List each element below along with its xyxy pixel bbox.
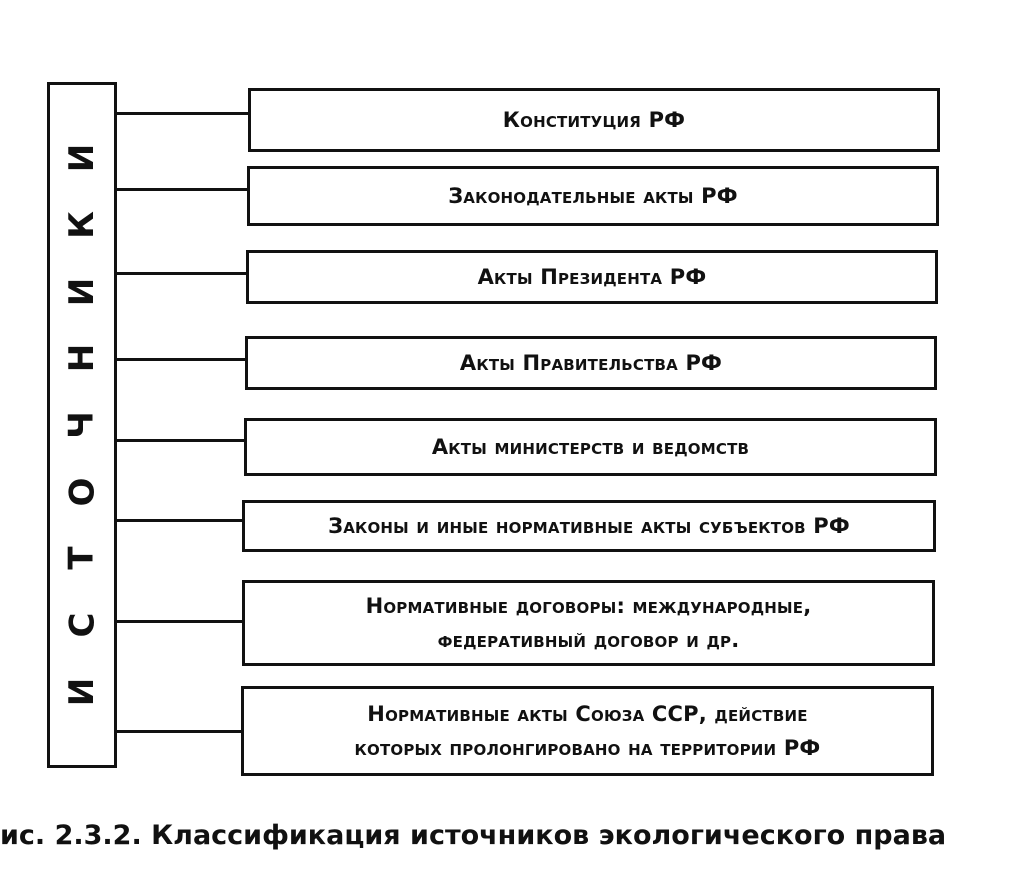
item-text-4: Акты Правительства РФ (459, 351, 723, 375)
item-box-5: Акты министерств и ведомств (244, 418, 937, 476)
connector-8 (117, 730, 242, 733)
connector-7 (117, 620, 243, 623)
sources-label-letter: И (62, 144, 102, 173)
item-box-2: Законодательные акты РФ (247, 166, 939, 226)
sources-label-letter: К (61, 211, 102, 239)
item-text-6: Законы и иные нормативные акты субъектов… (328, 514, 850, 538)
sources-label-letter: С (61, 612, 102, 638)
item-box-4: Акты Правительства РФ (245, 336, 937, 390)
connector-2 (117, 188, 248, 191)
sources-label-letter: Н (62, 344, 102, 373)
item-text-2: Законодательные акты РФ (448, 184, 738, 208)
item-text-3: Акты Президента РФ (477, 265, 707, 289)
item-box-6: Законы и иные нормативные акты субъектов… (242, 500, 936, 552)
item-box-8: Нормативные акты Союза ССР, действие кот… (241, 686, 934, 776)
figure-caption: ис. 2.3.2. Классификация источников экол… (0, 820, 947, 851)
item-text-8: Нормативные акты Союза ССР, действие кот… (354, 702, 821, 760)
item-box-3: Акты Президента РФ (246, 250, 938, 304)
connector-5 (117, 439, 245, 442)
sources-vertical-box: И С Т О Ч Н И К И (47, 82, 117, 768)
sources-label-letter: О (62, 477, 102, 507)
sources-label-letter: И (62, 677, 102, 706)
sources-label: И С Т О Ч Н И К И (50, 85, 114, 765)
item-text-7: Нормативные договоры: международные, фед… (365, 594, 812, 652)
item-box-7: Нормативные договоры: международные, фед… (242, 580, 935, 666)
connector-4 (117, 358, 246, 361)
sources-label-letter: Ч (61, 411, 102, 439)
sources-label-letter: Т (61, 546, 102, 570)
item-text-1: Конституция РФ (502, 108, 686, 132)
item-box-1: Конституция РФ (248, 88, 940, 152)
sources-label-letter: И (62, 277, 102, 306)
item-text-5: Акты министерств и ведомств (431, 435, 750, 459)
connector-6 (117, 519, 244, 522)
connector-1 (117, 112, 249, 115)
connector-3 (117, 272, 247, 275)
